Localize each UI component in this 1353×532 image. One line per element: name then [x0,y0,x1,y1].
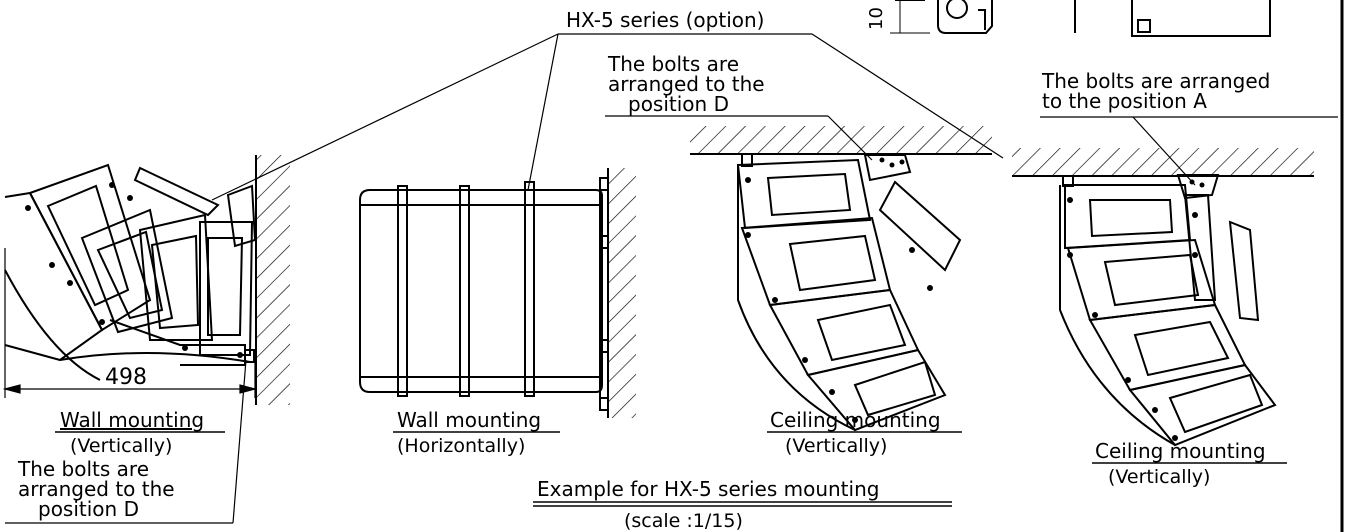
scale-label: (scale :1/15) [624,510,743,532]
wall-horizontal-subtitle: (Horizontally) [397,435,525,457]
wall-vertical-title: Wall mounting [60,408,204,432]
wall-horizontal-title: Wall mounting [397,408,541,432]
dimension-498-label: 498 [105,365,147,390]
bolts-d-bottom-leader [5,359,247,524]
wall-vertical-assembly [4,155,290,405]
ceiling-middle-assembly [690,126,992,432]
dimension-10: 10 [866,7,887,30]
bolts-d-note-top-line2: arranged to the [608,72,765,96]
bolts-a-note-line1: The bolts are arranged [1041,69,1270,93]
bolts-a-note-line2: to the position A [1042,89,1207,113]
bolts-d-note-top-line1: The bolts are [607,52,739,76]
ceiling-right-assembly [1012,148,1314,447]
wall-vertical-subtitle: (Vertically) [70,435,172,457]
bolts-d-note-bottom-line2: arranged to the [18,477,175,501]
ceiling-middle-subtitle: (Vertically) [785,435,887,457]
wall-horizontal-assembly [359,168,636,418]
ceiling-right-subtitle: (Vertically) [1108,466,1210,488]
bolts-d-top-leader [605,115,873,161]
ceiling-middle-title: Ceiling mounting [770,408,941,432]
example-title: Example for HX-5 series mounting [537,477,879,501]
bolts-d-note-bottom-line3: position D [38,497,139,521]
bolts-a-leader [1040,116,1338,186]
bolts-d-note-top-line3: position D [628,92,729,116]
hx5-option-label: HX-5 series (option) [566,8,764,32]
ceiling-right-title: Ceiling mounting [1095,439,1266,463]
bolts-d-note-bottom-line1: The bolts are [17,457,149,481]
top-detail [890,0,1271,37]
